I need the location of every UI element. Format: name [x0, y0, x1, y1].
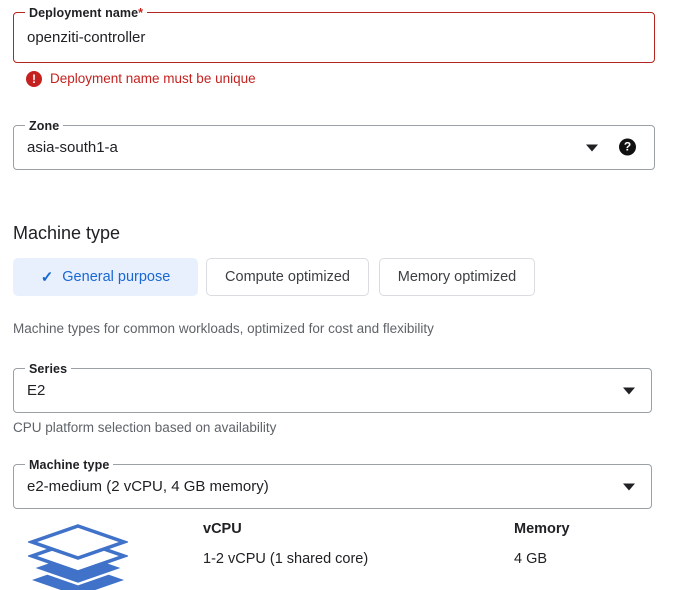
- machine-type-value[interactable]: e2-medium (2 vCPU, 4 GB memory): [27, 477, 269, 495]
- machine-type-description: Machine types for common workloads, opti…: [13, 321, 434, 336]
- tab-memory-optimized[interactable]: Memory optimized: [379, 258, 535, 296]
- deployment-name-label: Deployment name*: [25, 5, 148, 21]
- deployment-name-field[interactable]: Deployment name* openziti-controller: [13, 5, 655, 63]
- zone-label: Zone: [25, 118, 64, 134]
- spec-value-memory: 4 GB: [514, 551, 548, 567]
- machine-type-select[interactable]: Machine type e2-medium (2 vCPU, 4 GB mem…: [13, 457, 652, 509]
- deployment-name-input[interactable]: openziti-controller: [27, 28, 146, 46]
- tab-memory-optimized-label: Memory optimized: [397, 269, 517, 285]
- tab-general-purpose-label: General purpose: [62, 269, 171, 285]
- required-asterisk: *: [138, 6, 144, 20]
- machine-stack-icon: [28, 524, 128, 590]
- spec-value-vcpu: 1-2 vCPU (1 shared core): [203, 551, 369, 567]
- chevron-down-icon[interactable]: [623, 483, 635, 490]
- zone-select[interactable]: Zone asia-south1-a: [13, 118, 655, 170]
- help-circle-icon[interactable]: ?: [619, 138, 636, 156]
- tab-compute-optimized-label: Compute optimized: [225, 269, 350, 285]
- machine-type-heading: Machine type: [13, 223, 121, 243]
- machine-type-field-label: Machine type: [25, 457, 114, 473]
- deployment-name-error-text: Deployment name must be unique: [50, 71, 256, 86]
- check-icon: ✓: [40, 268, 54, 286]
- spec-header-memory: Memory: [514, 521, 570, 537]
- chevron-down-icon[interactable]: [586, 144, 598, 151]
- series-value[interactable]: E2: [27, 381, 46, 399]
- deployment-name-error: ! Deployment name must be unique: [26, 71, 256, 87]
- chevron-down-icon[interactable]: [623, 387, 635, 394]
- tab-compute-optimized[interactable]: Compute optimized: [206, 258, 369, 296]
- zone-value[interactable]: asia-south1-a: [27, 138, 118, 156]
- series-select[interactable]: Series E2: [13, 361, 652, 413]
- spec-header-vcpu: vCPU: [203, 521, 242, 537]
- series-helper-text: CPU platform selection based on availabi…: [13, 420, 277, 435]
- error-exclamation-icon: !: [26, 71, 42, 87]
- series-label: Series: [25, 361, 72, 377]
- deployment-name-label-text: Deployment name: [29, 6, 139, 20]
- tab-general-purpose[interactable]: ✓ General purpose: [13, 258, 198, 296]
